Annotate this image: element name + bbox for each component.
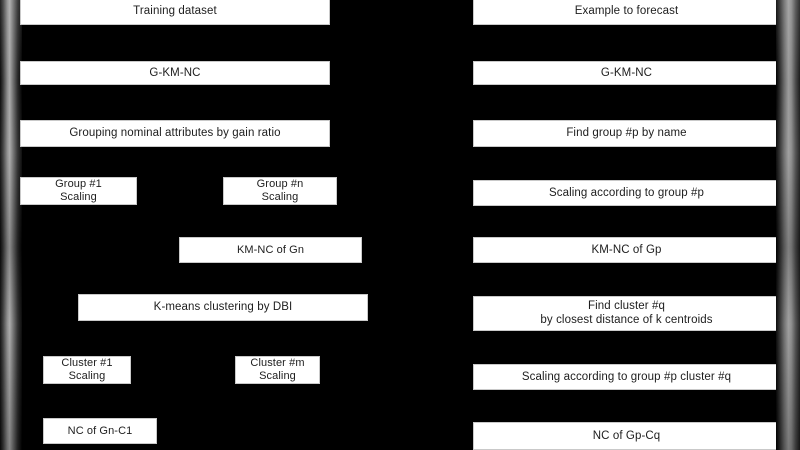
flow-node-grouping-nominal: Grouping nominal attributes by gain rati…: [20, 120, 330, 147]
flow-node-find-group-p-by-name: Find group #p by name: [473, 120, 780, 147]
flow-node-group-1-scaling: Group #1 Scaling: [20, 177, 137, 205]
flow-node-training-dataset: Training dataset: [20, 0, 330, 25]
flow-node-nc-of-gp-cq: NC of Gp-Cq: [473, 422, 780, 450]
flow-node-cluster-1-scaling: Cluster #1 Scaling: [43, 356, 131, 384]
flow-node-g-km-nc-forecast: G-KM-NC: [473, 61, 780, 85]
flow-node-g-km-nc-train: G-KM-NC: [20, 61, 330, 85]
flow-node-k-means-clustering-dbi: K-means clustering by DBI: [78, 294, 368, 321]
flow-node-nc-of-gn-c1: NC of Gn-C1: [43, 418, 157, 444]
flow-node-cluster-m-scaling: Cluster #m Scaling: [235, 356, 320, 384]
flow-node-km-nc-of-gp: KM-NC of Gp: [473, 237, 780, 263]
flow-node-group-n-scaling: Group #n Scaling: [223, 177, 337, 205]
flow-node-scaling-group-p-cluster-q: Scaling according to group #p cluster #q: [473, 364, 780, 390]
flow-node-km-nc-of-gn: KM-NC of Gn: [179, 237, 362, 263]
left-vignette-band: [0, 0, 22, 450]
flow-node-find-cluster-q: Find cluster #q by closest distance of k…: [473, 296, 780, 331]
flow-node-scaling-group-p: Scaling according to group #p: [473, 180, 780, 206]
flow-node-example-to-forecast: Example to forecast: [473, 0, 780, 25]
